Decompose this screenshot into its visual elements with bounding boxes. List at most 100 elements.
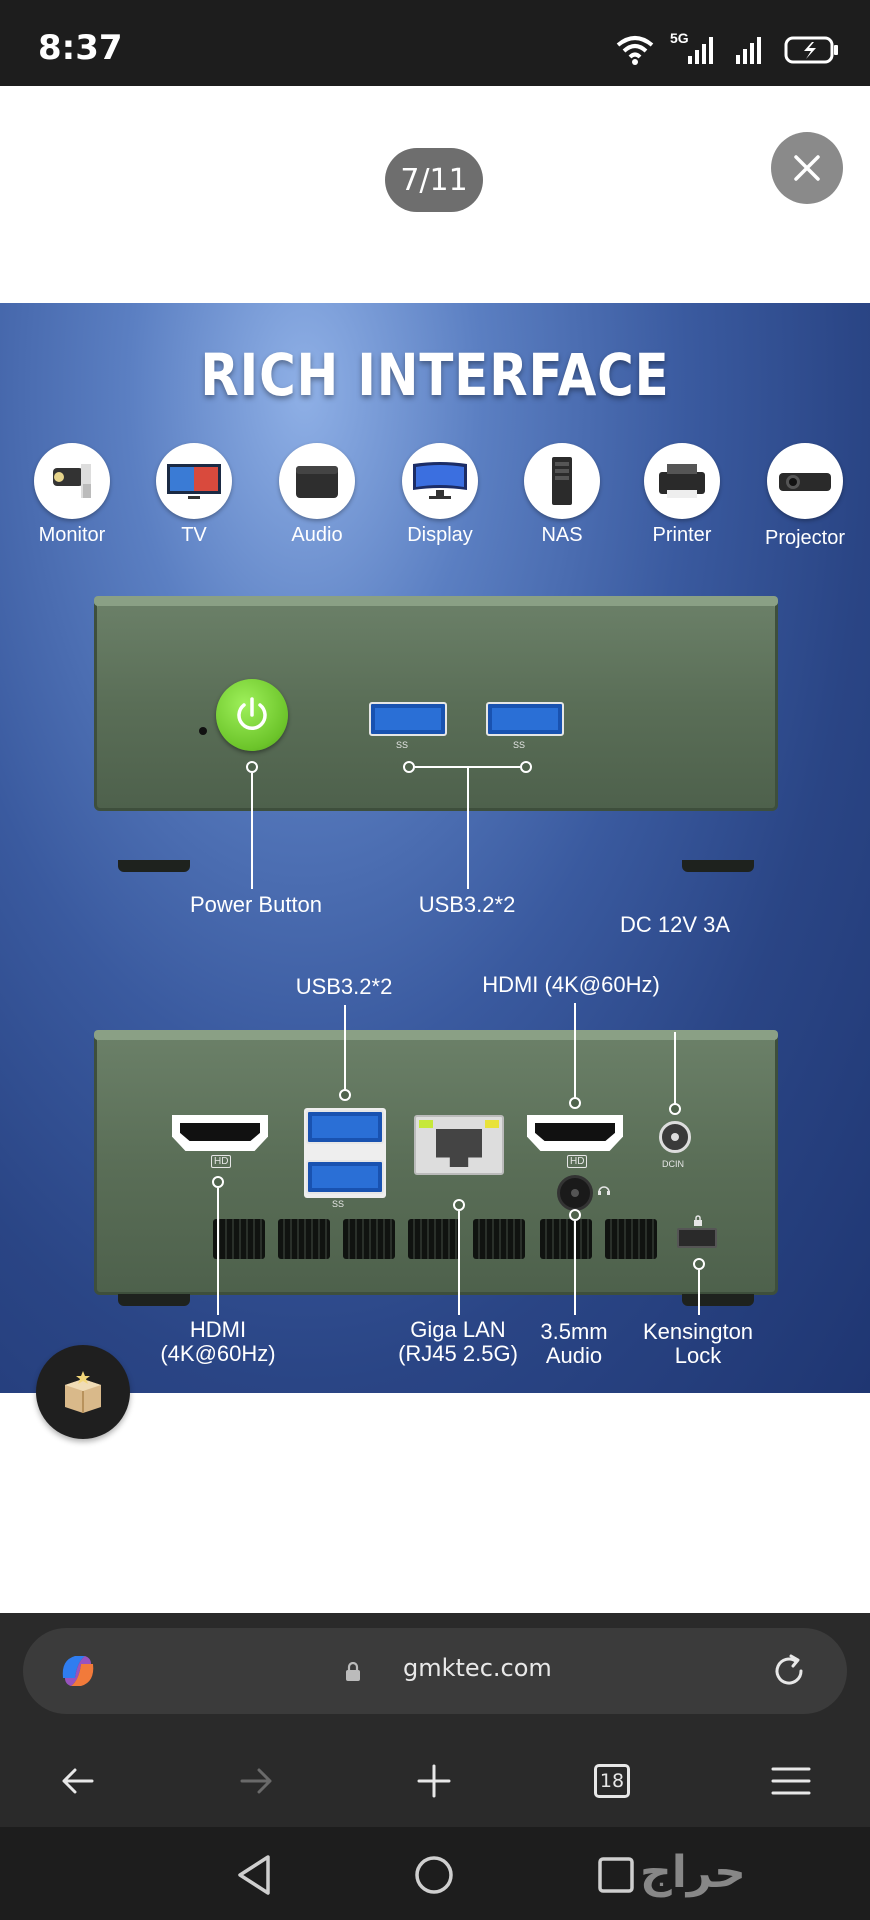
category-label: Projector [764,527,846,549]
category-nas: NAS [497,443,627,547]
back-button[interactable] [42,1745,114,1817]
browser-nav-row: 18 [0,1733,870,1827]
category-label: Display [407,524,473,546]
battery-charging-icon [784,36,838,64]
hdmi-left-label-line1: HDMI [189,1317,247,1342]
rear-hdmi-port-right [527,1115,623,1151]
category-label: Monitor [38,524,106,546]
callout-dot [569,1209,581,1221]
tv-icon [167,464,221,499]
watermark-logo: حراج [640,1847,746,1898]
category-label: Printer [652,524,712,546]
category-label: NAS [541,524,583,546]
forward-button[interactable] [220,1745,292,1817]
nav-home-icon [415,1856,453,1894]
vent [473,1219,525,1259]
category-monitor: Monitor [7,443,137,547]
back-icon [62,1768,94,1794]
rj45-port [414,1115,504,1175]
lock-icon [346,1662,360,1681]
rear-foot-right [682,1294,754,1306]
tabs-icon: 18 [594,1764,630,1798]
lan-label: Giga LAN (RJ45 2.5G) [378,1318,538,1366]
nas-icon [552,457,572,505]
callout-line [574,1221,576,1315]
forward-icon [240,1768,272,1794]
network-label: 5G [670,30,689,46]
printer-icon [659,464,705,498]
security-camera-icon [53,464,91,498]
new-tab-icon [417,1764,451,1798]
nav-recents-icon [598,1857,634,1893]
gift-button[interactable] [36,1345,130,1439]
system-recents-button[interactable] [586,1845,646,1905]
speaker-icon [296,466,338,498]
category-printer: Printer [617,443,747,547]
system-home-button[interactable] [404,1845,464,1905]
headphone-icon [598,1186,610,1195]
dc-label: DC 12V 3A [619,912,731,937]
new-tab-button[interactable] [398,1745,470,1817]
vent [605,1219,657,1259]
address-bar[interactable]: gmktec.com [23,1628,847,1714]
front-foot-right [682,860,754,872]
rear-usb-port-2 [306,1160,384,1194]
vent [213,1219,265,1259]
kensington-slot [677,1228,717,1248]
dcin-tag: DCIN [662,1159,684,1169]
callout-dot [212,1176,224,1188]
callout-dot [403,761,415,773]
category-display: Display [375,443,505,547]
product-image[interactable]: RICH INTERFACE Monitor TV Audio Display [0,303,870,1393]
audio-label: 3.5mm Audio [514,1320,634,1368]
callout-dot [246,761,258,773]
front-usb-tag-2: SS [513,740,526,750]
vent [343,1219,395,1259]
system-back-button[interactable] [224,1845,284,1905]
vent [278,1219,330,1259]
projector-icon [779,473,831,491]
browser-toolbar: gmktec.com 18 [0,1613,870,1827]
copilot-icon[interactable] [55,1648,101,1694]
callout-dot [569,1097,581,1109]
reload-icon[interactable] [769,1651,809,1691]
image-counter: 7/11 [385,148,483,212]
front-foot-left [118,860,190,872]
callout-dot [693,1258,705,1270]
category-label: TV [181,524,207,546]
audio-jack [557,1175,593,1211]
wifi-icon [616,36,654,65]
category-tv: TV [129,443,259,547]
tabs-button[interactable]: 18 [576,1745,648,1817]
callout-dot [339,1089,351,1101]
signal-5g-icon: 5G [670,30,718,66]
callout-line [467,767,469,889]
audio-label-line2: Audio [545,1343,603,1368]
front-usb-port-2 [486,702,564,736]
callout-dot [669,1103,681,1115]
hdmi-left-label: HDMI (4K@60Hz) [138,1318,298,1366]
rear-hdmi-port-left [172,1115,268,1151]
rear-usb-tag: SS [332,1199,345,1209]
vent [540,1219,592,1259]
signal-icon [736,37,761,64]
rear-usb-port-1 [306,1110,384,1144]
menu-button[interactable] [755,1745,827,1817]
dc-in-port [659,1121,691,1153]
callout-line [698,1270,700,1315]
front-led [199,727,207,735]
close-icon [794,155,820,181]
callout-line [344,1005,346,1095]
audio-label-line1: 3.5mm [540,1319,608,1344]
power-button-label: Power Button [189,892,323,917]
power-icon [237,697,267,730]
url-text[interactable]: gmktec.com [403,1654,552,1682]
rear-usb-label: USB3.2*2 [295,974,393,999]
product-headline: RICH INTERFACE [200,341,670,409]
callout-dot [453,1199,465,1211]
kensington-label-line2: Lock [674,1343,722,1368]
front-usb-tag-1: SS [396,740,409,750]
close-button[interactable] [771,132,843,204]
callout-dot [520,761,532,773]
rear-hdmi-top-label: HDMI (4K@60Hz) [482,972,660,997]
